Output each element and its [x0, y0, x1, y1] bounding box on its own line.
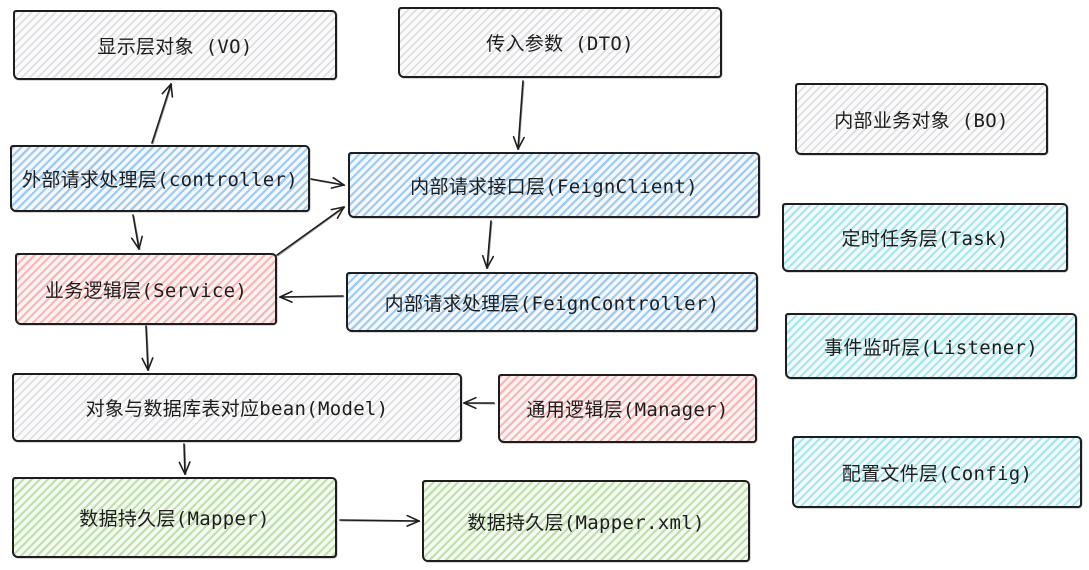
node-mapper-label: 数据持久层(Mapper)	[79, 508, 270, 530]
arrow-feigncontroller-to-service	[279, 290, 345, 303]
node-dto-label: 传入参数 (DTO)	[486, 33, 634, 55]
node-bo-label: 内部业务对象 (BO)	[834, 109, 1009, 132]
node-mapperxml-label: 数据持久层(Mapper.xml)	[467, 511, 705, 534]
node-controller: 外部请求处理层(controller)	[10, 145, 310, 212]
node-bo: 内部业务对象 (BO)	[795, 83, 1048, 155]
node-model: 对象与数据库表对应bean(Model)	[12, 373, 462, 442]
arrow-controller-to-vo	[151, 83, 174, 145]
arrow-model-to-mapper	[178, 443, 191, 475]
arrow-service-to-feignclient	[276, 206, 346, 257]
arrow-service-to-model	[141, 325, 154, 371]
arrow-controller-to-service	[130, 214, 143, 250]
arrow-manager-to-model	[463, 396, 496, 410]
node-manager-label: 通用逻辑层(Manager)	[526, 399, 729, 421]
node-mapperxml: 数据持久层(Mapper.xml)	[422, 480, 750, 562]
node-dto: 传入参数 (DTO)	[398, 7, 722, 78]
node-config: 配置文件层(Config)	[792, 436, 1082, 508]
node-task: 定时任务层(Task)	[782, 203, 1068, 272]
node-feignclient-label: 内部请求接口层(FeignClient)	[410, 175, 698, 198]
node-service: 业务逻辑层(Service)	[15, 253, 277, 325]
node-task-label: 定时任务层(Task)	[841, 228, 1009, 250]
node-model-label: 对象与数据库表对应bean(Model)	[85, 398, 389, 420]
arrow-dto-to-feignclient	[512, 80, 525, 150]
node-service-label: 业务逻辑层(Service)	[44, 279, 248, 302]
arrow-mapper-to-mapperxml	[339, 514, 421, 527]
node-feigncontroller-label: 内部请求处理层(FeignController)	[384, 292, 720, 315]
node-feigncontroller: 内部请求处理层(FeignController)	[346, 272, 758, 332]
node-vo: 显示层对象 (VO)	[13, 10, 337, 80]
node-listener-label: 事件监听层(Listener)	[824, 336, 1038, 359]
arrow-feignclient-to-feigncontroller	[481, 220, 495, 269]
node-listener: 事件监听层(Listener)	[785, 313, 1077, 379]
node-feignclient: 内部请求接口层(FeignClient)	[348, 152, 760, 218]
node-mapper: 数据持久层(Mapper)	[12, 477, 337, 558]
node-controller-label: 外部请求处理层(controller)	[22, 169, 298, 191]
node-manager: 通用逻辑层(Manager)	[498, 374, 757, 443]
node-config-label: 配置文件层(Config)	[841, 462, 1033, 485]
node-vo-label: 显示层对象 (VO)	[97, 35, 253, 58]
arrow-controller-to-feignclient	[310, 176, 346, 189]
